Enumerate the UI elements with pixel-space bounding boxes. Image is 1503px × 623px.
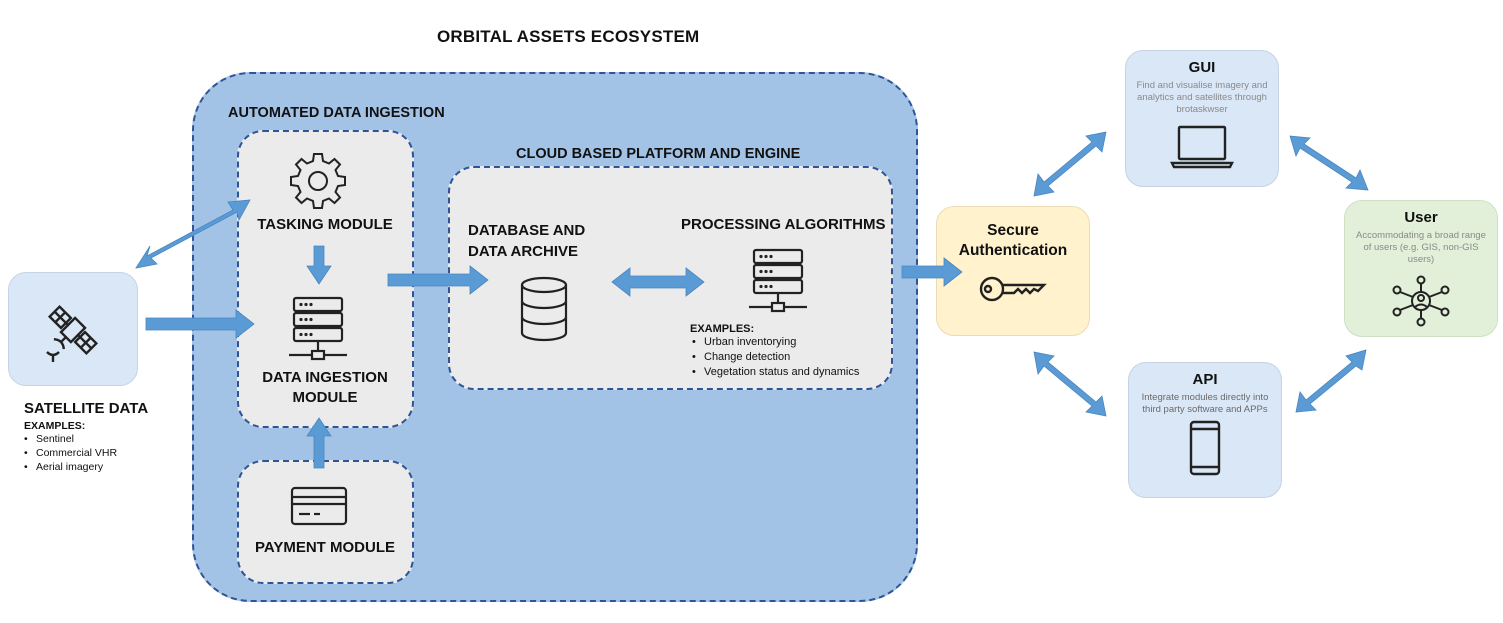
list-item: Aerial imagery: [24, 460, 148, 474]
key-icon: [979, 276, 1047, 302]
user-title: User: [1404, 209, 1438, 226]
arrow-satellite-tasking: [135, 199, 251, 269]
arrow-gui-user: [1289, 135, 1369, 191]
automated-ingestion-label: AUTOMATED DATA INGESTION: [228, 105, 445, 121]
arrow-payment-ingestion: [306, 417, 332, 469]
satellite-examples-label: EXAMPLES:: [24, 420, 86, 432]
gui-description: Find and visualise imagery and analytics…: [1136, 80, 1268, 115]
list-item: Sentinel: [24, 432, 148, 446]
data-ingestion-label-line2: MODULE: [292, 389, 358, 406]
arrow-tasking-ingestion: [306, 245, 332, 285]
arrow-auth-api: [1033, 351, 1107, 417]
server-icon: [289, 296, 347, 361]
arrow-database-processing: [611, 267, 705, 297]
server-icon: [749, 248, 807, 313]
data-ingestion-module-label: DATA INGESTION MODULE: [240, 368, 410, 408]
processing-examples-label: EXAMPLES:: [690, 323, 755, 335]
satellite-examples-list: Sentinel Commercial VHR Aerial imagery: [24, 432, 148, 474]
cloud-platform-label: CLOUD BASED PLATFORM AND ENGINE: [516, 146, 801, 162]
database-label: DATABASE AND DATA ARCHIVE: [468, 220, 585, 262]
satellite-data-label: SATELLITE DATA: [24, 400, 149, 417]
user-description: Accommodating a broad range of users (e.…: [1356, 230, 1486, 265]
arrow-satellite-ingestion: [145, 309, 255, 339]
gear-icon: [290, 153, 346, 209]
network-icon: [1392, 275, 1450, 327]
diagram-title: ORBITAL ASSETS ECOSYSTEM: [437, 27, 700, 46]
api-card: API Integrate modules directly into thir…: [1128, 362, 1282, 498]
satellite-card: [8, 272, 138, 386]
phone-icon: [1189, 420, 1221, 476]
list-item: Urban inventorying: [692, 335, 859, 350]
auth-label-line1: Secure: [987, 222, 1039, 239]
arrow-ecosystem-auth: [901, 257, 963, 287]
processing-algorithms-label: PROCESSING ALGORITHMS: [681, 216, 886, 233]
processing-examples: EXAMPLES: Urban inventorying Change dete…: [690, 323, 859, 380]
processing-examples-list: Urban inventorying Change detection Vege…: [692, 335, 859, 380]
database-label-line1: DATABASE AND: [468, 222, 586, 239]
tasking-module-label: TASKING MODULE: [257, 216, 393, 233]
gui-title: GUI: [1188, 59, 1216, 76]
database-icon: [520, 276, 568, 342]
payment-module-label: PAYMENT MODULE: [254, 539, 395, 556]
api-title: API: [1192, 371, 1218, 388]
arrow-ingestion-cloud: [387, 265, 489, 295]
payment-module-box: [237, 460, 414, 584]
database-label-line2: DATA ARCHIVE: [468, 243, 578, 260]
gui-card: GUI Find and visualise imagery and analy…: [1125, 50, 1279, 187]
laptop-icon: [1170, 125, 1234, 169]
credit-card-icon: [290, 486, 348, 526]
list-item: Change detection: [692, 350, 859, 365]
user-card: User Accommodating a broad range of user…: [1344, 200, 1498, 337]
auth-label-line2: Authentication: [958, 242, 1068, 259]
satellite-icon: [46, 304, 99, 362]
api-description: Integrate modules directly into third pa…: [1141, 392, 1269, 415]
secure-authentication-card: Secure Authentication: [936, 206, 1090, 336]
data-ingestion-label-line1: DATA INGESTION: [262, 369, 388, 386]
secure-authentication-label: Secure Authentication: [937, 221, 1089, 261]
arrow-api-user: [1295, 349, 1367, 413]
list-item: Commercial VHR: [24, 446, 148, 460]
satellite-data-info: SATELLITE DATA EXAMPLES: Sentinel Commer…: [24, 400, 148, 474]
arrow-auth-gui: [1033, 131, 1107, 197]
list-item: Vegetation status and dynamics: [692, 365, 859, 380]
